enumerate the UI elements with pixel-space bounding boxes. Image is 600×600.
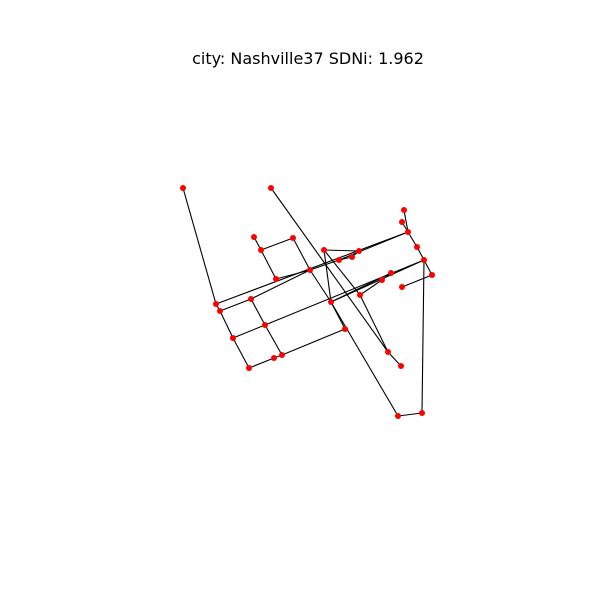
edge: [250, 298, 266, 326]
node: [356, 248, 362, 254]
node: [290, 235, 296, 241]
node: [349, 254, 355, 260]
node: [328, 299, 334, 305]
edge: [260, 237, 294, 251]
edge: [232, 337, 250, 369]
edge: [270, 187, 389, 353]
node: [379, 277, 385, 283]
edge: [397, 412, 423, 417]
node: [213, 301, 219, 307]
edge: [401, 274, 433, 288]
node: [357, 292, 363, 298]
node: [251, 234, 257, 240]
edge: [323, 249, 332, 303]
node: [268, 185, 274, 191]
edge: [264, 259, 425, 326]
node: [419, 410, 425, 416]
edge: [275, 269, 311, 280]
edge: [309, 259, 340, 271]
edge: [219, 298, 252, 312]
street-edges: [182, 187, 433, 417]
node: [421, 257, 427, 263]
edge: [281, 328, 346, 356]
node: [230, 335, 236, 341]
node: [395, 413, 401, 419]
node: [180, 185, 186, 191]
edge: [309, 269, 332, 303]
street-nodes: [180, 185, 435, 419]
node: [258, 247, 264, 253]
edge: [232, 324, 266, 339]
node: [248, 296, 254, 302]
edge: [359, 294, 389, 353]
node: [388, 270, 394, 276]
node: [262, 322, 268, 328]
node: [342, 326, 348, 332]
node: [429, 272, 435, 278]
node: [321, 247, 327, 253]
node: [273, 276, 279, 282]
edge: [330, 301, 399, 417]
edge: [260, 249, 277, 280]
node: [336, 257, 342, 263]
edge: [359, 279, 383, 296]
node: [401, 207, 407, 213]
node: [307, 267, 313, 273]
edge: [264, 324, 283, 356]
node: [279, 352, 285, 358]
edge: [323, 249, 360, 252]
figure-title: city: Nashville37 SDNi: 1.962: [192, 49, 424, 68]
node: [399, 219, 405, 225]
edge: [219, 310, 234, 339]
node: [217, 308, 223, 314]
edge: [403, 209, 409, 233]
node: [398, 363, 404, 369]
node: [414, 244, 420, 250]
edge: [182, 187, 217, 305]
node: [385, 349, 391, 355]
edge: [421, 259, 425, 414]
node: [246, 365, 252, 371]
edge: [248, 357, 275, 369]
edge: [250, 269, 311, 300]
node: [405, 229, 411, 235]
edge: [292, 237, 311, 271]
node: [399, 284, 405, 290]
node: [271, 355, 277, 361]
edge: [387, 351, 402, 367]
edge: [323, 249, 361, 296]
